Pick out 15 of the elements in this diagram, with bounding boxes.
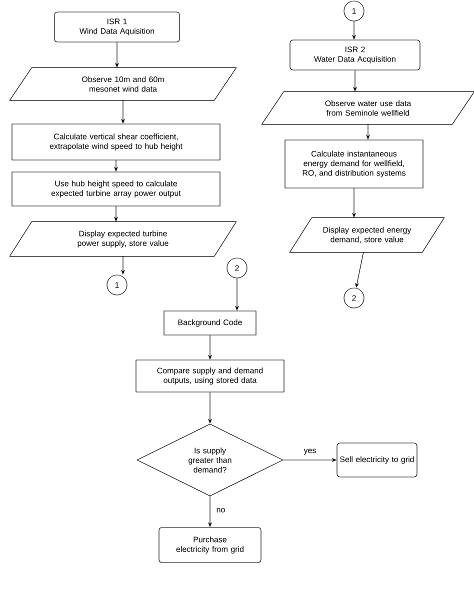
data-parallelogram: Display expected turbine power supply, store value bbox=[9, 221, 237, 257]
terminal-box: ISR 2 Water Data Acquisition bbox=[290, 40, 420, 70]
edge-label: yes bbox=[304, 448, 316, 455]
data-parallelogram: Observe water use data from Seminole wellfield bbox=[261, 91, 474, 125]
process-box: Calculate instantaneous energy demand for wellfield, RO, and distribution systems bbox=[284, 140, 424, 188]
edge-label: no bbox=[216, 508, 225, 512]
terminal-box: Sell electricity to grid bbox=[336, 442, 418, 478]
process-box: Compare supply and demand outputs, using stored data bbox=[136, 360, 284, 392]
process-box: Use hub height speed to calculate expected turbine array power output bbox=[12, 172, 220, 206]
process-box: Calculate vertical shear coefficient, extrapolate wind speed to hub height bbox=[12, 124, 220, 160]
data-parallelogram: Observe 10m and 60m mesonet wind data bbox=[9, 67, 237, 101]
process-box: Background Code bbox=[164, 310, 256, 336]
data-parallelogram: Display expected energy demand, store value bbox=[289, 217, 445, 253]
terminal-box: ISR 1 Wind Data Aquisition bbox=[54, 12, 180, 42]
terminal-box: Purchase electricity from grid bbox=[158, 527, 262, 563]
